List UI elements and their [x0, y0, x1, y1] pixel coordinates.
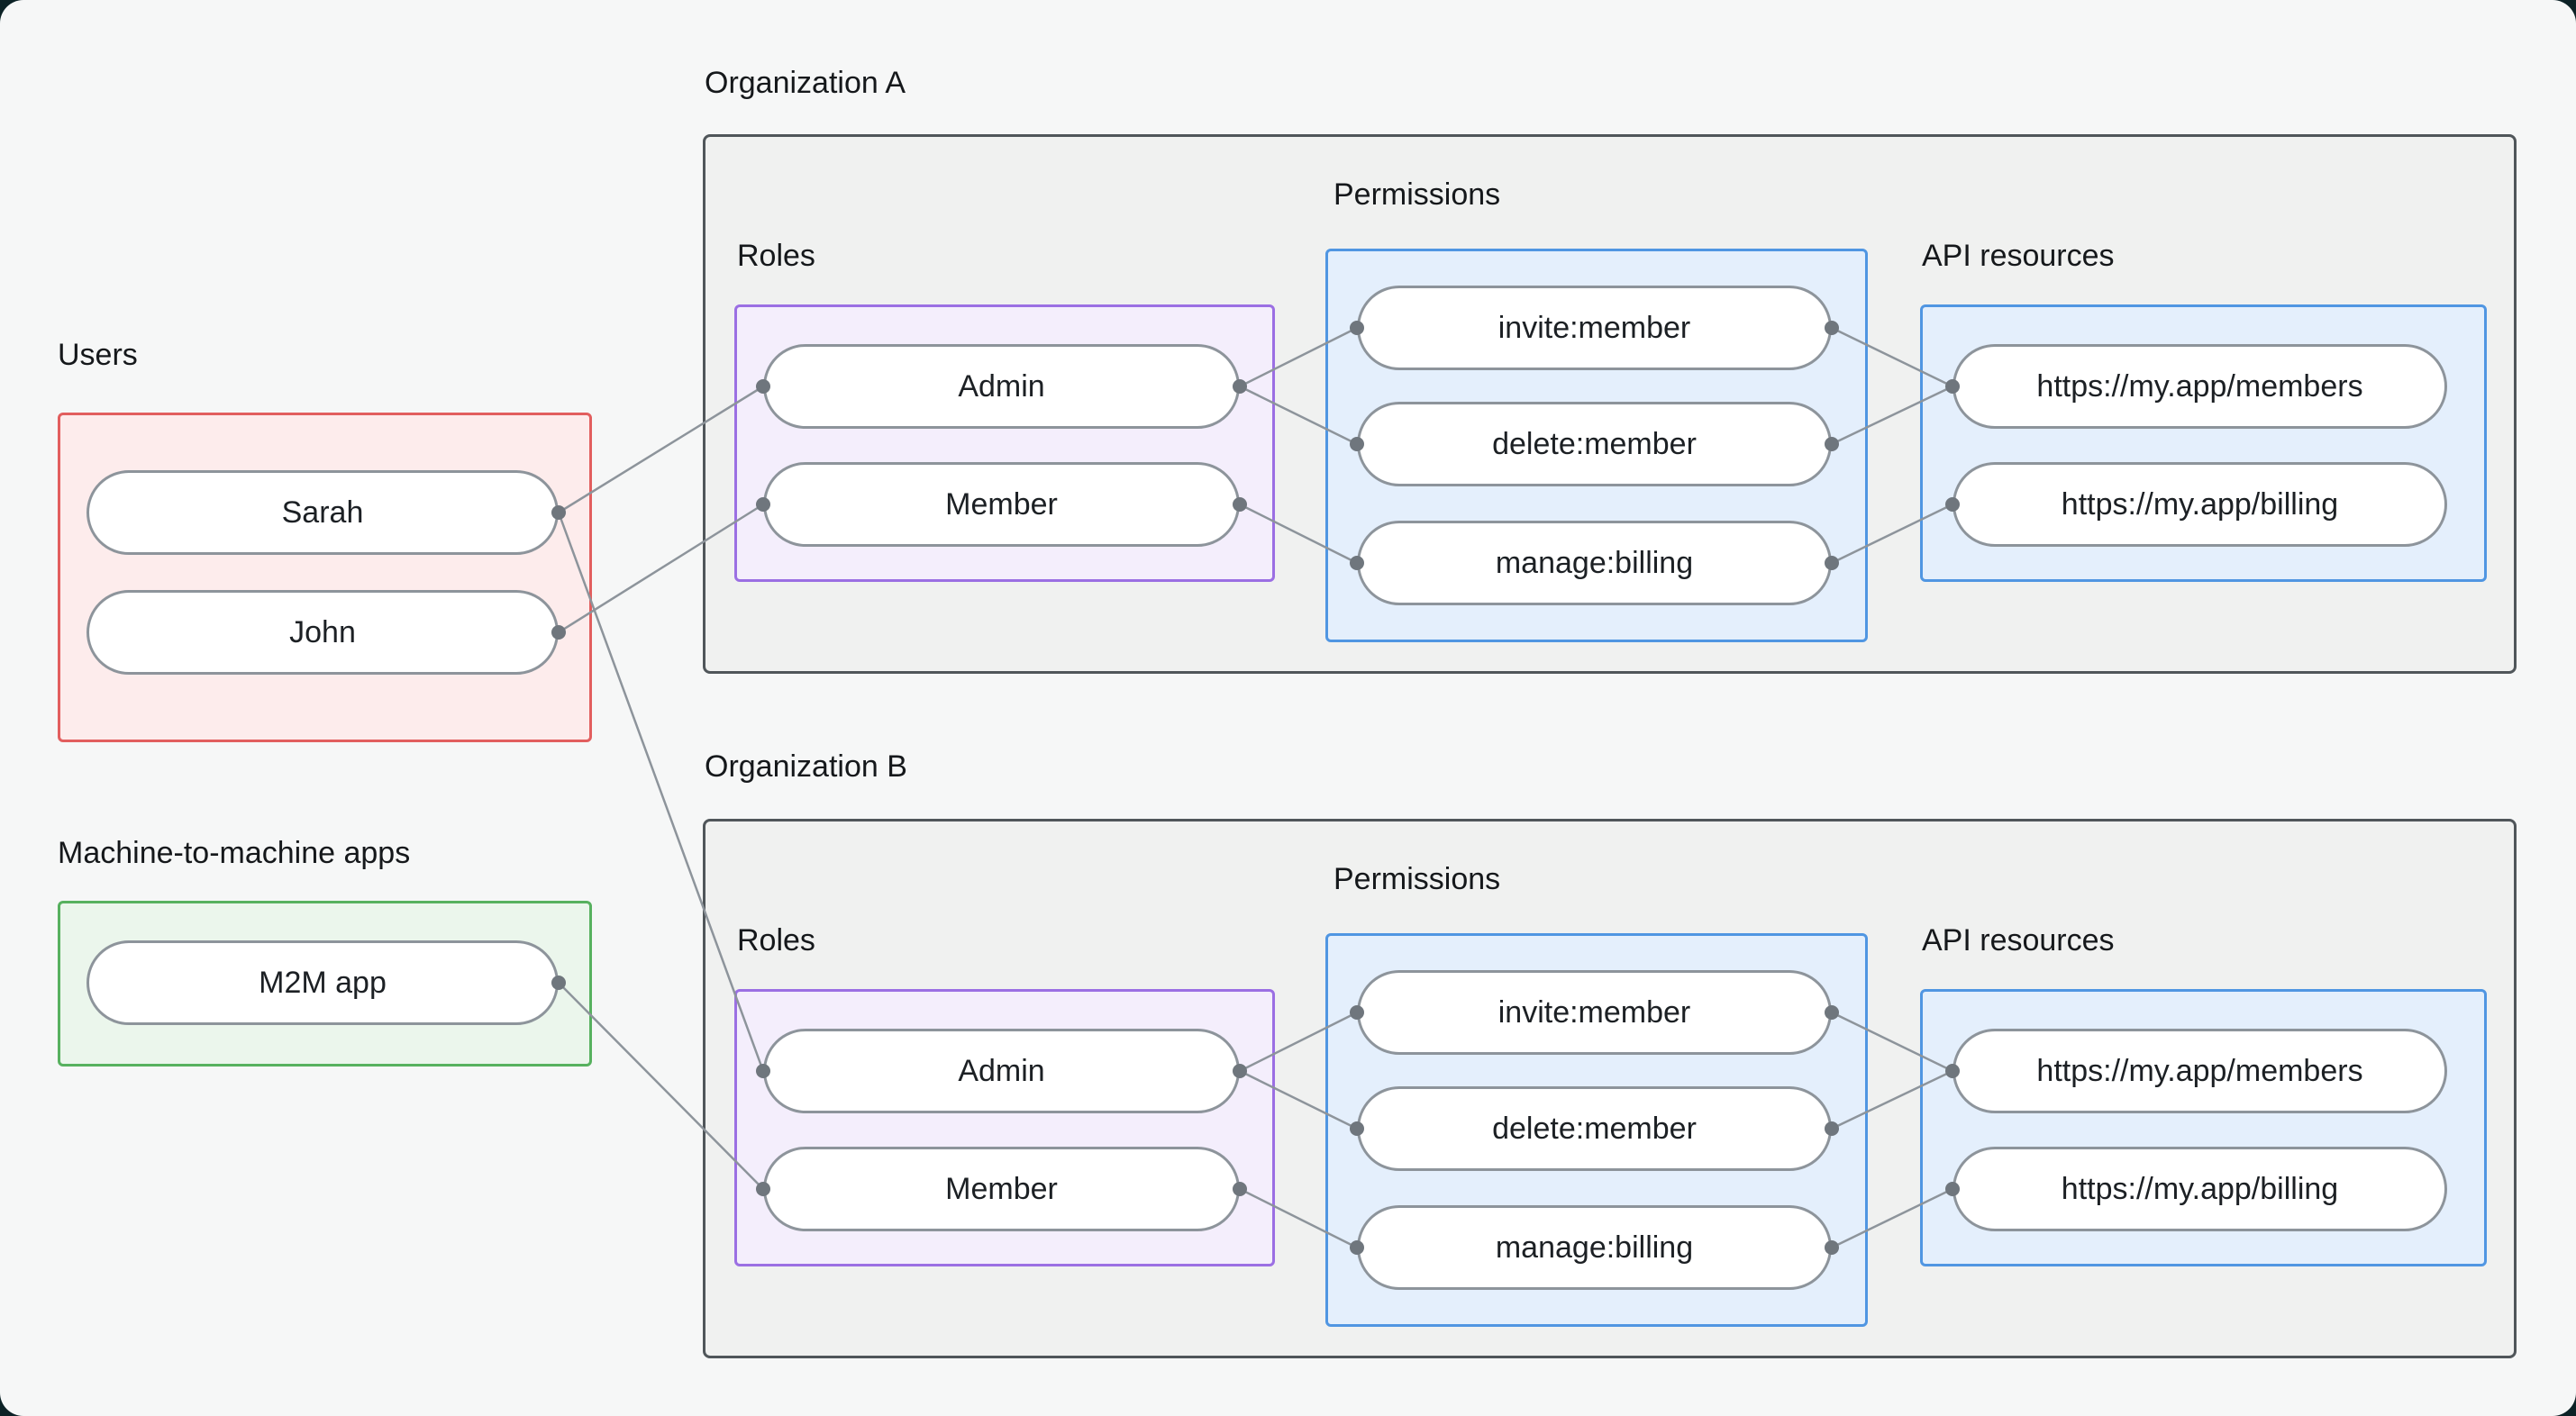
organization-a-api-resources-label: API resources — [1922, 239, 2115, 273]
org-b-role-admin-label: Admin — [958, 1053, 1045, 1088]
org-b-role-member: Member — [763, 1147, 1240, 1231]
org-b-permission-invite-member: invite:member — [1357, 970, 1832, 1055]
org-b-api-members: https://my.app/members — [1952, 1029, 2447, 1113]
users-group-box — [58, 413, 592, 742]
org-a-api-billing: https://my.app/billing — [1952, 462, 2447, 547]
org-a-role-member: Member — [763, 462, 1240, 547]
user-node-sarah-label: Sarah — [281, 495, 364, 530]
organization-a-roles-label: Roles — [737, 239, 815, 273]
org-a-role-admin: Admin — [763, 344, 1240, 429]
org-b-role-member-label: Member — [945, 1171, 1058, 1206]
organization-b-permissions-label: Permissions — [1334, 862, 1501, 896]
org-a-api-members: https://my.app/members — [1952, 344, 2447, 429]
org-b-permission-delete-member-label: delete:member — [1492, 1111, 1697, 1146]
organization-b-title: Organization B — [705, 749, 907, 784]
org-b-permission-invite-member-label: invite:member — [1497, 994, 1691, 1030]
org-a-permission-manage-billing: manage:billing — [1357, 521, 1832, 605]
org-a-api-billing-label: https://my.app/billing — [2061, 486, 2339, 522]
org-a-permission-invite-member: invite:member — [1357, 286, 1832, 370]
user-node-john-label: John — [289, 614, 356, 649]
organization-a-title: Organization A — [705, 66, 906, 100]
users-section-title: Users — [58, 338, 138, 372]
org-a-permission-manage-billing-label: manage:billing — [1495, 545, 1694, 580]
user-node-john: John — [86, 590, 559, 675]
organization-a-permissions-label: Permissions — [1334, 177, 1501, 212]
organization-b-api-resources-label: API resources — [1922, 923, 2115, 958]
m2m-app-node-label: M2M app — [259, 965, 387, 1000]
user-node-sarah: Sarah — [86, 470, 559, 555]
organization-b-roles-label: Roles — [737, 923, 815, 958]
org-b-permission-delete-member: delete:member — [1357, 1086, 1832, 1171]
m2m-section-title: Machine-to-machine apps — [58, 836, 411, 870]
m2m-app-node: M2M app — [86, 940, 559, 1025]
org-a-permission-delete-member: delete:member — [1357, 402, 1832, 486]
org-b-api-billing: https://my.app/billing — [1952, 1147, 2447, 1231]
org-b-role-admin: Admin — [763, 1029, 1240, 1113]
org-b-api-billing-label: https://my.app/billing — [2061, 1171, 2339, 1206]
org-a-permission-invite-member-label: invite:member — [1497, 310, 1691, 345]
org-a-api-members-label: https://my.app/members — [2036, 368, 2363, 404]
org-a-role-admin-label: Admin — [958, 368, 1045, 404]
org-a-permission-delete-member-label: delete:member — [1492, 426, 1697, 461]
org-b-permission-manage-billing-label: manage:billing — [1495, 1230, 1694, 1265]
org-b-permission-manage-billing: manage:billing — [1357, 1205, 1832, 1290]
org-b-api-members-label: https://my.app/members — [2036, 1053, 2363, 1088]
org-a-role-member-label: Member — [945, 486, 1058, 522]
